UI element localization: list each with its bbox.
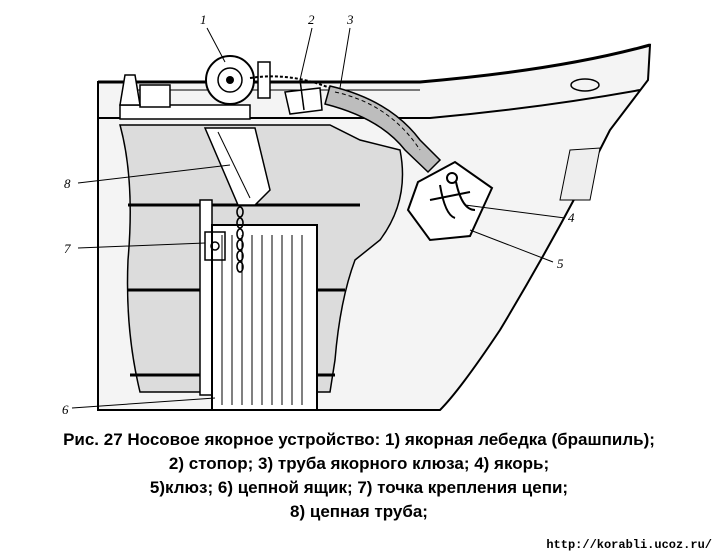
chain-locker	[211, 224, 318, 411]
anchor-device-drawing: 1 2 3 4 5 6 7 8	[62, 12, 652, 417]
caption-line-3: 5)клюз; 6) цепной ящик; 7) точка креплен…	[149, 478, 569, 497]
figure-caption: Рис. 27 Носовое якорное устройство: 1) я…	[0, 428, 718, 524]
chain-pipe	[203, 127, 271, 206]
deck-line	[98, 89, 641, 119]
chain	[236, 206, 244, 273]
caption-line-1: Рис. 27 Носовое якорное устройство: 1) я…	[63, 430, 655, 449]
label-7: 7	[64, 241, 71, 256]
label-3: 3	[346, 12, 354, 27]
label-1: 1	[200, 12, 207, 27]
caption-line-2: 2) стопор; 3) труба якорного клюза; 4) я…	[168, 454, 550, 473]
label-8: 8	[64, 176, 71, 191]
anchor	[429, 172, 476, 219]
stopper	[284, 79, 323, 115]
caption-line-4: 8) цепная труба;	[290, 502, 428, 521]
label-5: 5	[557, 256, 564, 271]
label-6: 6	[62, 402, 69, 417]
hawse-pipe	[324, 85, 442, 174]
bulwark	[98, 43, 651, 84]
chain-attachment-point	[204, 231, 226, 261]
windlass	[119, 55, 271, 120]
hawse	[406, 160, 494, 242]
label-2: 2	[308, 12, 315, 27]
label-4: 4	[568, 210, 575, 225]
source-url: http://korabli.ucoz.ru/	[546, 538, 712, 552]
porthole	[570, 78, 600, 92]
